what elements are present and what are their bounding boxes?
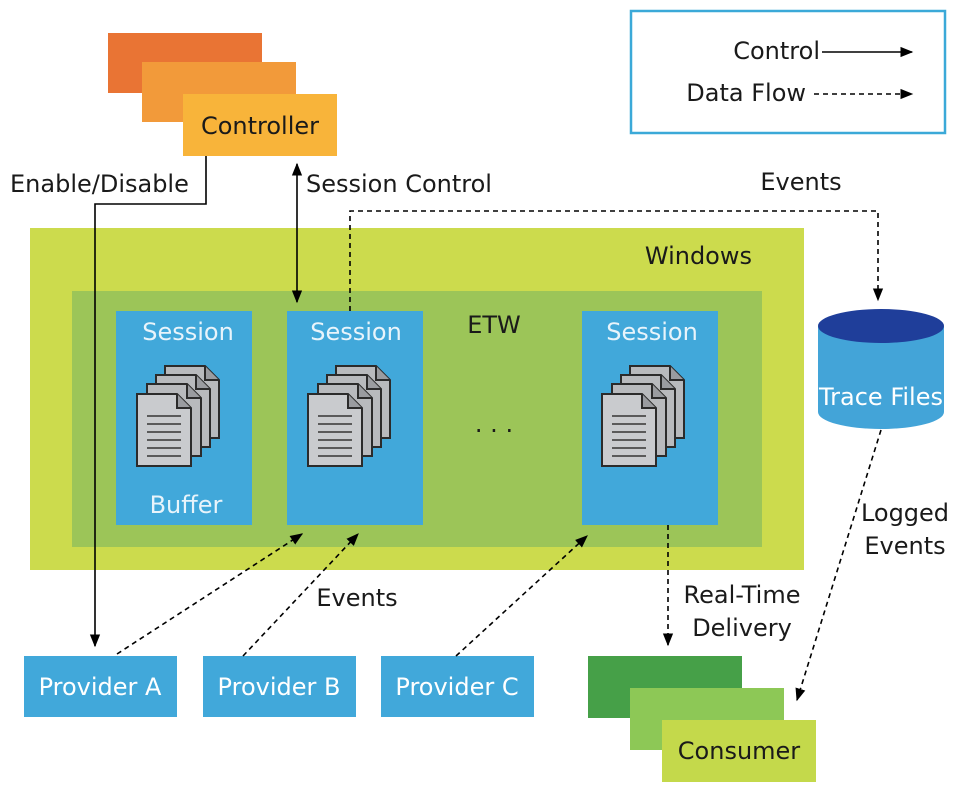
etw-label: ETW [467, 311, 521, 339]
logged-events-arrow [795, 429, 882, 702]
realtime-label-line1: Real-Time [684, 581, 801, 609]
consumer: Consumer [588, 656, 816, 782]
legend-dataflow-label: Data Flow [686, 79, 806, 107]
realtime-label-line2: Delivery [692, 614, 792, 642]
events-to-trace-arrow [349, 210, 884, 311]
controller-label: Controller [201, 112, 319, 140]
provider-c-box [381, 656, 534, 717]
consumer-label: Consumer [678, 737, 801, 765]
trace-files: Trace Files [818, 309, 944, 429]
consumer-layer-front [662, 720, 816, 782]
controller-layer-front [183, 94, 337, 156]
session-2: Session [287, 311, 423, 525]
legend: Control Data Flow [629, 9, 947, 135]
provider-b-events-arrow [242, 533, 359, 657]
trace-files-top [818, 309, 944, 343]
trace-files-label: Trace Files [818, 383, 943, 411]
session-2-label: Session [310, 318, 402, 346]
events-top-label: Events [760, 168, 841, 196]
provider-a-box [24, 656, 177, 717]
session-1-label: Session [142, 318, 234, 346]
session-3-label: Session [606, 318, 698, 346]
provider-c: Provider C [381, 656, 534, 717]
session-control-label: Session Control [306, 170, 492, 198]
provider-a-events-arrow [116, 533, 304, 655]
legend-control-label: Control [733, 37, 820, 65]
events-bottom-label: Events [316, 584, 397, 612]
etw-ellipsis: . . . [475, 410, 513, 438]
enable-disable-arrow [89, 156, 207, 648]
session-1-buffer-label: Buffer [150, 491, 223, 519]
provider-c-events-arrow [455, 535, 588, 657]
provider-b-label: Provider B [218, 673, 341, 701]
provider-c-label: Provider C [395, 673, 518, 701]
provider-a-label: Provider A [39, 673, 162, 701]
logged-label-line2: Events [864, 532, 945, 560]
legend-box [629, 9, 947, 135]
provider-b: Provider B [203, 656, 356, 717]
logged-label-line1: Logged [861, 499, 949, 527]
provider-a: Provider A [24, 656, 177, 717]
trace-files-body [818, 326, 944, 429]
enable-disable-label: Enable/Disable [10, 170, 189, 198]
controller: Controller [108, 33, 337, 156]
provider-b-box [203, 656, 356, 717]
session-3: Session [582, 311, 718, 525]
windows-label: Windows [645, 242, 752, 270]
session-1: Session Buffer [116, 311, 252, 525]
